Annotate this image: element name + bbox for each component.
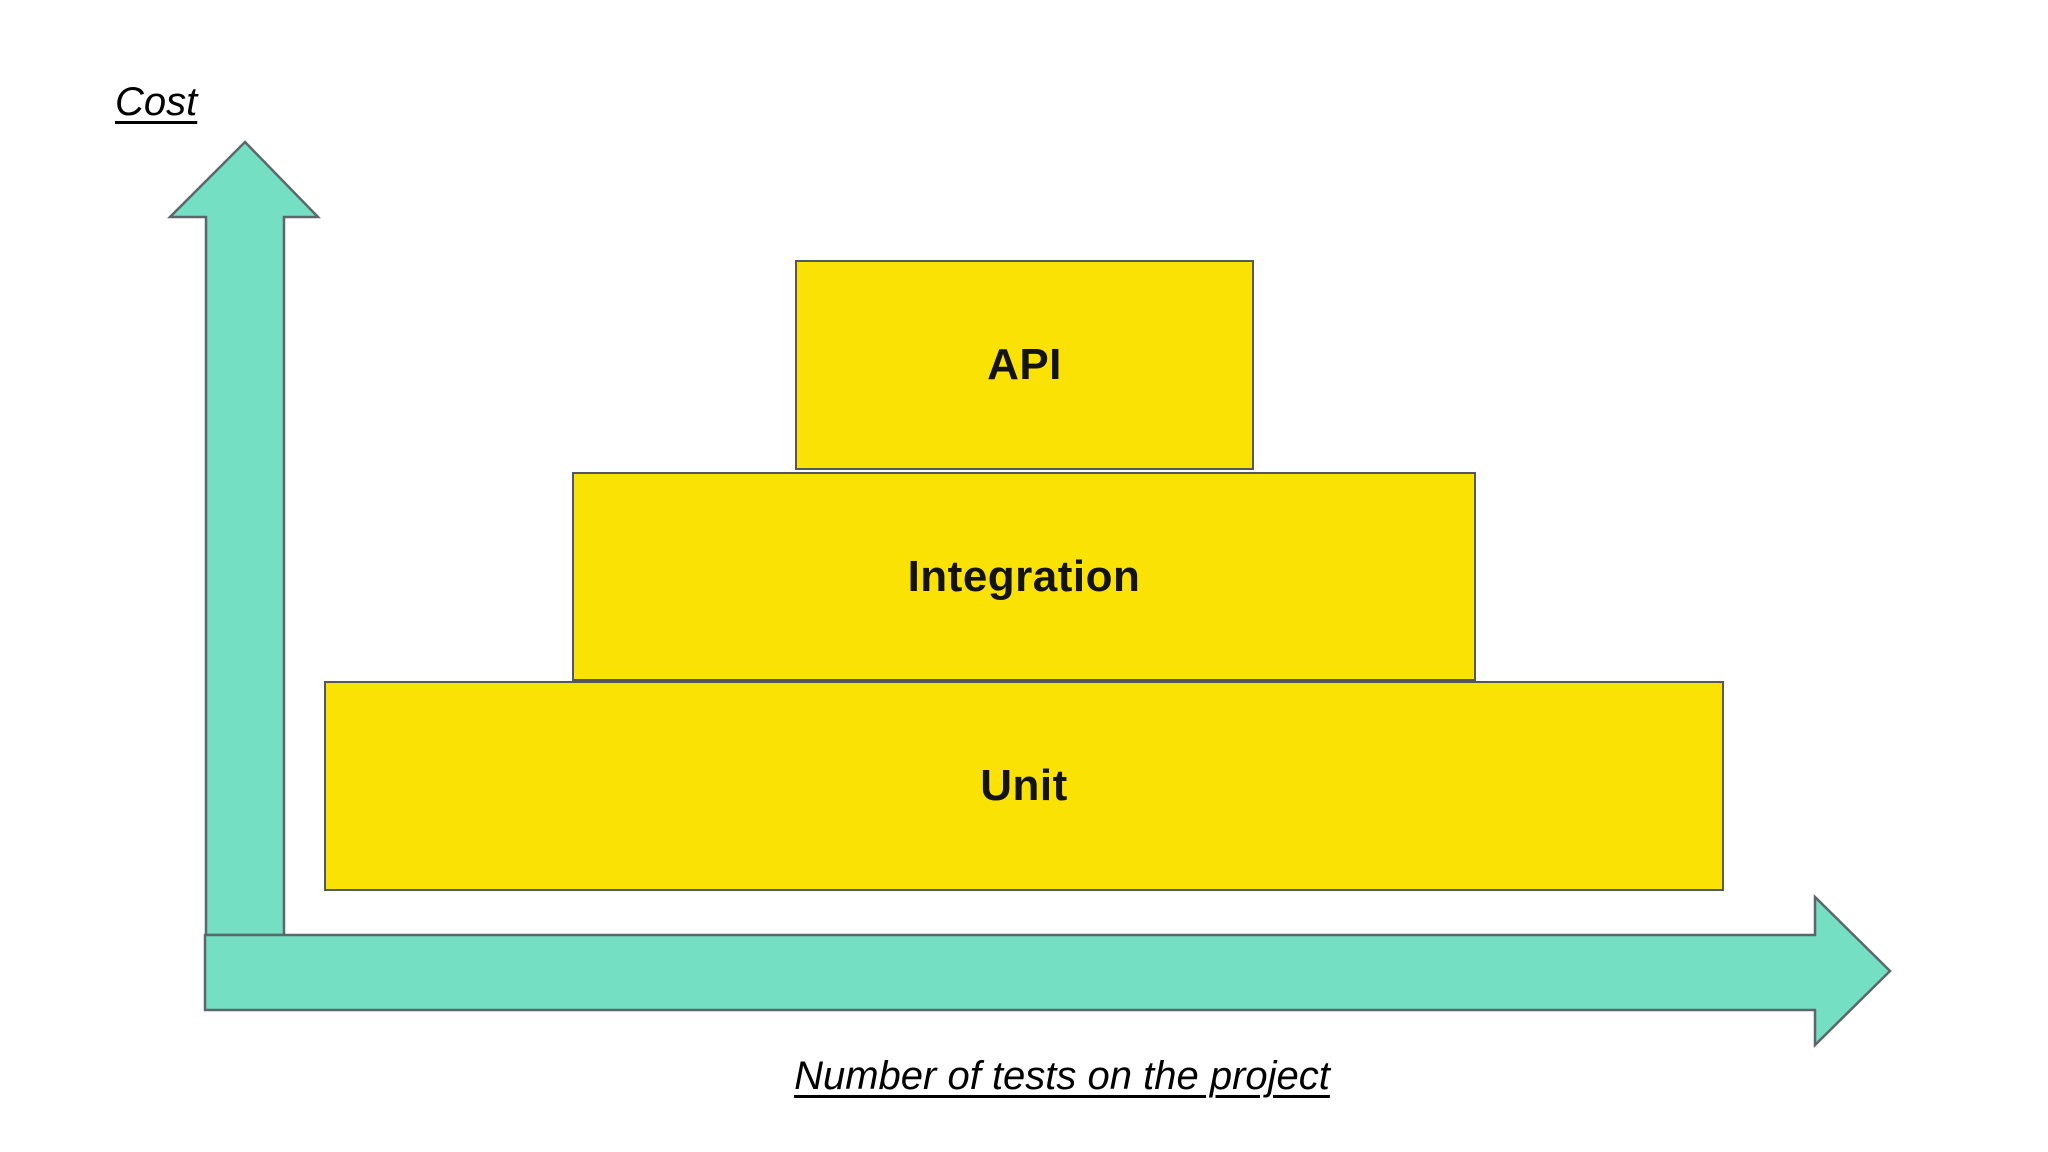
y-axis-label: Cost — [115, 80, 198, 124]
pyramid-level-unit-label: Unit — [980, 761, 1068, 810]
pyramid-level-integration: Integration — [572, 472, 1476, 681]
pyramid-level-unit: Unit — [324, 681, 1724, 891]
x-axis-arrow-icon — [203, 894, 1892, 1048]
pyramid-level-api-label: API — [987, 340, 1062, 389]
x-axis-label: Number of tests on the project — [794, 1054, 1330, 1098]
pyramid-level-integration-label: Integration — [907, 551, 1141, 601]
y-axis-arrow-icon — [166, 140, 321, 937]
pyramid-level-api: API — [795, 260, 1254, 470]
